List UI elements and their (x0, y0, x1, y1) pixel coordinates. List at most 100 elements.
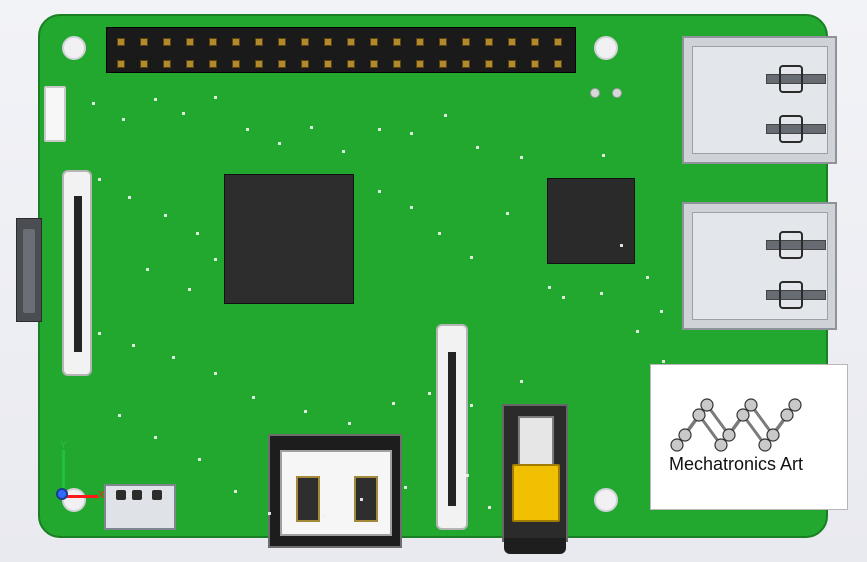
tiny-component (268, 512, 271, 515)
tiny-component (214, 258, 217, 261)
tiny-component (172, 356, 175, 359)
micro-usb-connector (104, 484, 176, 530)
tiny-component (132, 344, 135, 347)
gpio-pin (347, 60, 355, 68)
gpio-pin (232, 60, 240, 68)
logo-text: Mechatronics Art (669, 454, 804, 474)
tiny-component (342, 150, 345, 153)
display-ribbon-connector (62, 170, 92, 376)
camera-ribbon-pins (448, 352, 456, 506)
gpio-pin (508, 60, 516, 68)
hdmi-slot-left (296, 476, 320, 522)
usb-port-lower-tab-2 (766, 281, 826, 309)
logo-card: Mechatronics Art (650, 364, 848, 510)
gpio-pin (439, 38, 447, 46)
tiny-component (470, 404, 473, 407)
tiny-component (246, 128, 249, 131)
gpio-pin (370, 38, 378, 46)
small-white-component (44, 86, 66, 142)
tiny-component (476, 146, 479, 149)
tiny-component (392, 402, 395, 405)
gpio-pin (232, 38, 240, 46)
tiny-component (98, 332, 101, 335)
display-ribbon-pins (74, 196, 82, 352)
mounting-hole-bottom-right (594, 488, 618, 512)
tiny-component (404, 486, 407, 489)
gpio-pin (531, 38, 539, 46)
gpio-pin (462, 60, 470, 68)
usb-port-lower (682, 202, 837, 330)
axis-x (58, 495, 98, 498)
usb-port-lower-tab-1 (766, 231, 826, 259)
tiny-component (252, 396, 255, 399)
tiny-component (428, 392, 431, 395)
hdmi-inner (280, 450, 392, 536)
axis-y (62, 450, 65, 496)
gpio-pin (255, 38, 263, 46)
tiny-component (128, 196, 131, 199)
gpio-pin (370, 60, 378, 68)
tiny-component (646, 276, 649, 279)
gpio-pin (439, 60, 447, 68)
tiny-component (636, 330, 639, 333)
gpio-pin (186, 38, 194, 46)
gpio-pin (117, 38, 125, 46)
tiny-component (378, 190, 381, 193)
gpio-pin (140, 38, 148, 46)
gpio-pin (117, 60, 125, 68)
gpio-pin (554, 60, 562, 68)
tiny-component (322, 514, 325, 517)
tiny-component (438, 232, 441, 235)
gpio-header (106, 27, 576, 73)
tiny-component (92, 102, 95, 105)
hdmi-slot-right (354, 476, 378, 522)
micro-usb-pad-2 (132, 490, 142, 500)
tiny-component (122, 118, 125, 121)
gpio-pin (531, 60, 539, 68)
gpio-pin (209, 60, 217, 68)
tiny-component (310, 126, 313, 129)
tiny-component (146, 268, 149, 271)
gpio-pin (485, 38, 493, 46)
tiny-component (154, 98, 157, 101)
usb-port-upper-tab-2 (766, 115, 826, 143)
tiny-component (520, 380, 523, 383)
sd-slot (16, 218, 42, 322)
tiny-component (198, 458, 201, 461)
tiny-component (348, 422, 351, 425)
gpio-pin (485, 60, 493, 68)
gpio-pin (301, 38, 309, 46)
tiny-component (506, 212, 509, 215)
tiny-component (278, 142, 281, 145)
tiny-component (520, 156, 523, 159)
tiny-component (214, 96, 217, 99)
small-hole-1 (590, 88, 600, 98)
tiny-component (660, 310, 663, 313)
gpio-pin (324, 60, 332, 68)
gpio-pin (278, 60, 286, 68)
tiny-component (182, 112, 185, 115)
gpio-pin (393, 60, 401, 68)
small-hole-2 (612, 88, 622, 98)
tiny-component (360, 498, 363, 501)
tiny-component (304, 410, 307, 413)
gpio-pin (324, 38, 332, 46)
tiny-component (548, 286, 551, 289)
tiny-component (98, 178, 101, 181)
soc-chip (224, 174, 354, 304)
mounting-hole-top-left (62, 36, 86, 60)
audio-jack-gold-part (512, 464, 560, 522)
gpio-pin (393, 38, 401, 46)
audio-jack (502, 404, 568, 554)
tiny-component (188, 288, 191, 291)
tiny-component (562, 296, 565, 299)
tiny-component (488, 506, 491, 509)
gpio-pin (163, 60, 171, 68)
axis-x-label: X (98, 490, 105, 501)
usb-port-upper-tab-1 (766, 65, 826, 93)
gpio-pin (347, 38, 355, 46)
tiny-component (378, 128, 381, 131)
tiny-component (620, 244, 623, 247)
mounting-hole-top-right (594, 36, 618, 60)
